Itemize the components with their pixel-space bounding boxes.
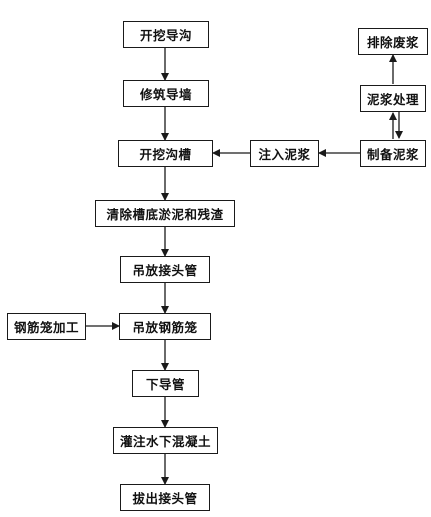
- step-prepare-slurry: 制备泥浆: [360, 140, 426, 167]
- step-clean-trench-bottom: 清除槽底淤泥和残渣: [95, 200, 235, 227]
- step-rebar-cage-fabrication: 钢筋笼加工: [7, 313, 86, 340]
- step-build-guide-wall: 修筑导墙: [123, 80, 209, 107]
- step-lower-tremie-pipe: 下导管: [132, 370, 199, 397]
- step-slurry-treatment: 泥浆处理: [360, 85, 426, 112]
- step-excavate-guide-trench: 开挖导沟: [123, 21, 209, 48]
- edge-label-inject-slurry: 注入泥浆: [250, 140, 319, 167]
- step-discharge-waste-slurry: 排除废浆: [358, 28, 428, 55]
- step-excavate-trench: 开挖沟槽: [118, 140, 213, 167]
- step-extract-joint-pipe: 拔出接头管: [120, 484, 210, 511]
- step-hoist-rebar-cage: 吊放钢筋笼: [119, 313, 211, 340]
- step-hoist-joint-pipe: 吊放接头管: [120, 256, 210, 283]
- step-pour-concrete: 灌注水下混凝土: [113, 427, 218, 454]
